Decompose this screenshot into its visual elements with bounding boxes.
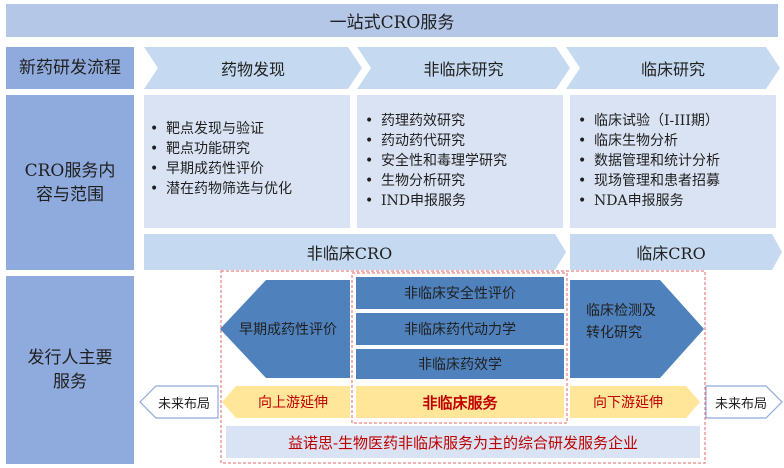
service-nonclinical-pd: 非临床药效学 — [356, 349, 564, 379]
list-item: 现场管理和患者招募 — [572, 171, 776, 191]
list-item: 临床生物分析 — [572, 131, 776, 151]
list-item: IND申报服务 — [359, 191, 563, 211]
row-label-process: 新药研发流程 — [6, 47, 134, 89]
header-bar: 一站式CRO服务 — [6, 4, 778, 37]
service-nonclinical-safety: 非临床安全性评价 — [356, 277, 564, 309]
stage-label-discovery: 药物发现 — [220, 60, 285, 79]
cro-bar-clinical: 临床CRO — [636, 244, 706, 263]
scope-box-clinical: 临床试验（I-III期） 临床生物分析 数据管理和统计分析 现场管理和患者招募 … — [570, 95, 776, 228]
downstream-label: 向下游延伸 — [593, 395, 663, 411]
list-item: 安全性和毒理学研究 — [359, 151, 563, 171]
scope-box-nonclinical: 药理药效研究 药动药代研究 安全性和毒理学研究 生物分析研究 IND申报服务 — [357, 95, 563, 228]
scope-list-nonclinical: 药理药效研究 药动药代研究 安全性和毒理学研究 生物分析研究 IND申报服务 — [359, 111, 563, 211]
list-item: NDA申报服务 — [572, 191, 776, 211]
slogan-text: 益诺思-生物医药非临床服务为主的综合研发服务企业 — [287, 433, 639, 452]
header-title: 一站式CRO服务 — [329, 13, 455, 33]
row-label-issuer: 发行人主要服务 — [6, 276, 134, 464]
list-item: 靶点功能研究 — [144, 139, 350, 159]
list-item: 药动药代研究 — [359, 131, 563, 151]
list-item: 潜在药物筛选与优化 — [144, 179, 350, 199]
slogan-bar: 益诺思-生物医药非临床服务为主的综合研发服务企业 — [226, 426, 700, 458]
scope-box-discovery: 靶点发现与验证 靶点功能研究 早期成药性评价 潜在药物筛选与优化 — [144, 95, 350, 228]
future-right-label: 未来布局 — [714, 396, 767, 412]
scope-list-clinical: 临床试验（I-III期） 临床生物分析 数据管理和统计分析 现场管理和患者招募 … — [572, 111, 776, 211]
early-eval-label: 早期成药性评价 — [239, 322, 337, 338]
stage-label-nonclinical: 非临床研究 — [423, 60, 504, 79]
list-item: 数据管理和统计分析 — [572, 151, 776, 171]
future-left-label: 未来布局 — [157, 396, 210, 412]
list-item: 生物分析研究 — [359, 171, 563, 191]
list-item: 药理药效研究 — [359, 111, 563, 131]
list-item: 靶点发现与验证 — [144, 119, 350, 139]
row-label-scope: CRO服务内容与范围 — [6, 95, 134, 270]
list-item: 早期成药性评价 — [144, 159, 350, 179]
upstream-label: 向上游延伸 — [258, 395, 328, 411]
list-item: 临床试验（I-III期） — [572, 111, 776, 131]
core-service-box: 非临床服务 — [356, 386, 564, 418]
scope-list-discovery: 靶点发现与验证 靶点功能研究 早期成药性评价 潜在药物筛选与优化 — [144, 119, 350, 199]
stage-label-clinical: 临床研究 — [640, 60, 705, 79]
clinical-transfer-label: 临床检测及 转化研究 — [586, 303, 656, 341]
cro-bar-nonclinical: 非临床CRO — [306, 244, 393, 263]
service-nonclinical-pk: 非临床药代动力学 — [356, 313, 564, 345]
